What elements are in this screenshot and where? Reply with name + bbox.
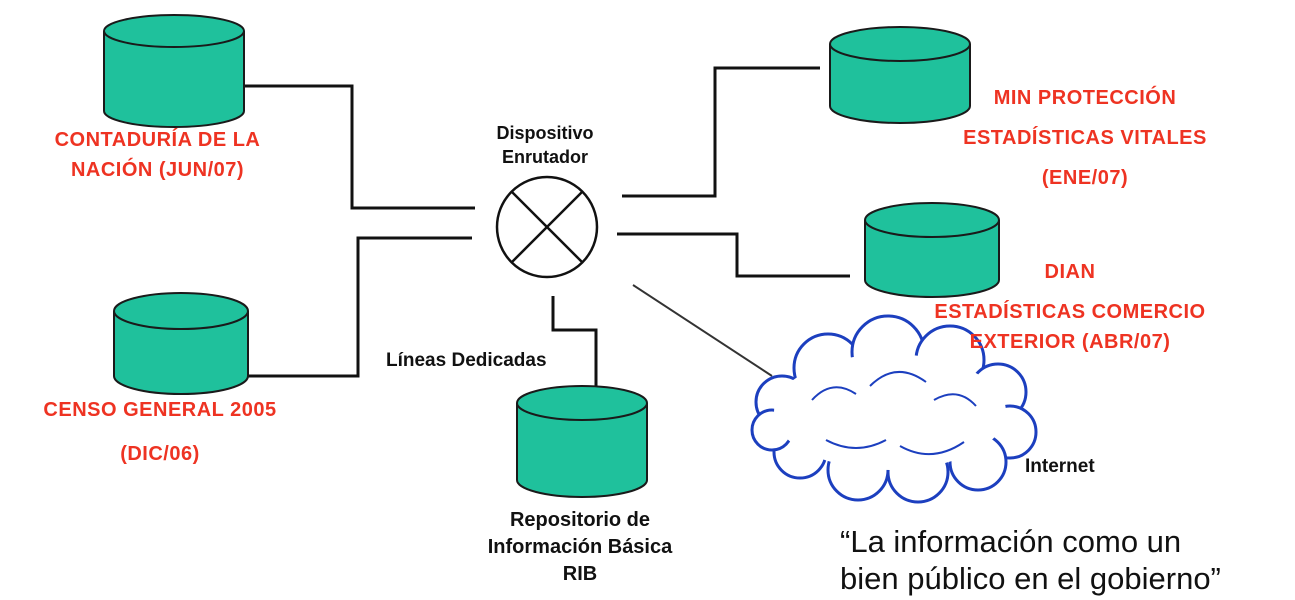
repository-label-line3: RIB xyxy=(562,563,598,585)
minproteccion-label-line2: ESTADÍSTICAS VITALES xyxy=(963,127,1207,149)
repository-label: Repositorio de Información Básica RIB xyxy=(450,510,710,584)
censo-label: CENSO GENERAL 2005 (DIC/06) xyxy=(10,400,310,464)
contaduria-label-line2: NACIÓN (JUN/07) xyxy=(70,159,245,181)
minproteccion-label: MIN PROTECCIÓN ESTADÍSTICAS VITALES (ENE… xyxy=(905,88,1265,188)
minproteccion-label-line3: (ENE/07) xyxy=(1041,167,1129,189)
censo-label-line2: (DIC/06) xyxy=(120,443,200,465)
link-rib xyxy=(551,296,598,388)
link-minproteccion xyxy=(622,66,820,198)
censo-label-line1: CENSO GENERAL 2005 xyxy=(43,399,277,421)
quote-text: “La información como un bien público en … xyxy=(840,526,1221,594)
link-contaduria xyxy=(245,84,475,210)
quote-line1: “La información como un xyxy=(840,524,1182,559)
dian-label-line1: DIAN xyxy=(1044,261,1096,283)
router-label: Dispositivo Enrutador xyxy=(445,124,645,166)
database-icon-censo xyxy=(113,292,249,395)
router-label-line2: Enrutador xyxy=(501,147,588,167)
dian-label: DIAN ESTADÍSTICAS COMERCIO EXTERIOR (ABR… xyxy=(890,262,1250,352)
database-icon-minproteccion xyxy=(829,26,971,124)
contaduria-label: CONTADURÍA DE LA NACIÓN (JUN/07) xyxy=(40,130,275,180)
router-cross-icon xyxy=(495,175,599,279)
internet-label: Internet xyxy=(1025,456,1095,477)
link-censo xyxy=(245,236,472,378)
router-label-line1: Dispositivo xyxy=(496,123,594,143)
database-icon-contaduria xyxy=(103,14,245,128)
link-internet xyxy=(632,284,773,377)
minproteccion-label-line1: MIN PROTECCIÓN xyxy=(993,87,1177,109)
quote-line2: bien público en el gobierno” xyxy=(840,561,1221,596)
repository-label-line2: Información Básica xyxy=(487,536,673,558)
repository-label-line1: Repositorio de xyxy=(509,509,650,531)
dian-label-line3: EXTERIOR (ABR/07) xyxy=(969,331,1171,353)
lineas-dedicadas-label: Líneas Dedicadas xyxy=(386,350,547,371)
contaduria-label-line1: CONTADURÍA DE LA xyxy=(54,129,261,151)
database-icon-rib xyxy=(516,385,648,498)
database-icon-dian xyxy=(864,202,1000,298)
dian-label-line2: ESTADÍSTICAS COMERCIO xyxy=(934,301,1206,323)
link-dian xyxy=(617,232,850,278)
